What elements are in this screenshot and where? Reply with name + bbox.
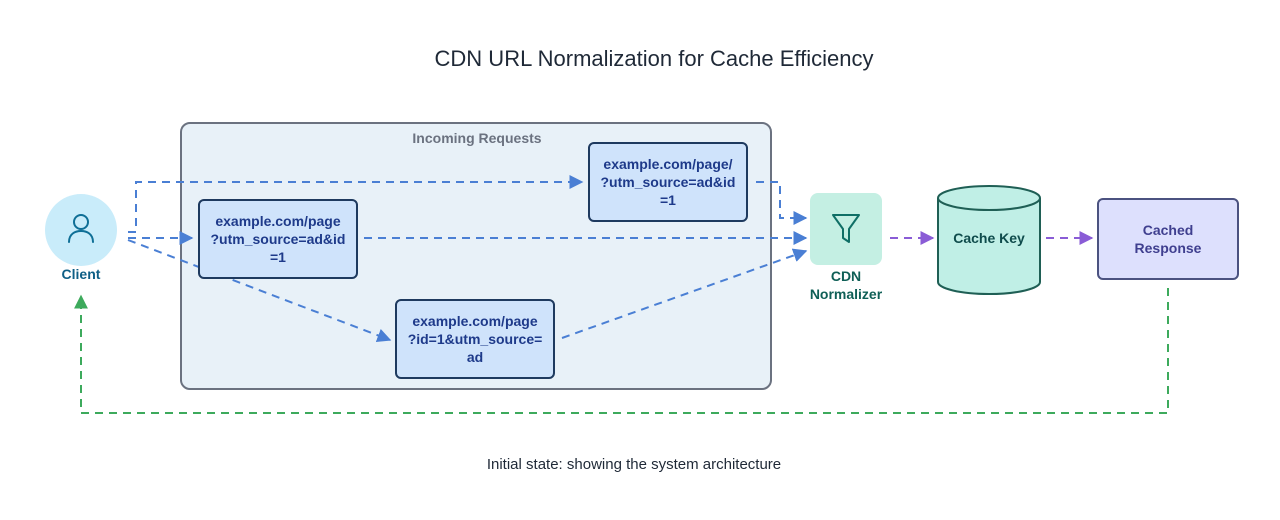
client-node — [45, 194, 117, 266]
diagram-caption: Initial state: showing the system archit… — [486, 456, 782, 473]
cdn-normalizer-label-line-2: Normalizer — [809, 286, 883, 302]
user-icon — [68, 214, 94, 243]
request-url-2-line-1: example.com/page — [215, 213, 341, 229]
cached-response-label-line-2: Response — [1134, 240, 1202, 256]
request-url-1-line-1: example.com/page/ — [603, 156, 733, 172]
arrow-request-1-to-normalizer — [756, 181, 808, 225]
request-url-1-line-2: ?utm_source=ad&id — [600, 174, 736, 190]
cdn-normalizer-label-line-1: CDN — [830, 268, 862, 284]
diagram-title: CDN URL Normalization for Cache Efficien… — [434, 46, 874, 71]
request-url-1: example.com/page/ ?utm_source=ad&id =1 — [588, 142, 748, 222]
request-url-3-line-3: ad — [466, 349, 484, 365]
request-url-3-line-1: example.com/page — [412, 313, 538, 329]
request-url-1-line-3: =1 — [660, 192, 676, 208]
request-url-3: example.com/page ?id=1&utm_source= ad — [395, 299, 555, 379]
cache-key-label: Cache Key — [953, 230, 1025, 246]
incoming-requests-label: Incoming Requests — [412, 130, 542, 146]
cached-response-node: Cached Response — [1097, 198, 1239, 280]
request-url-2-line-2: ?utm_source=ad&id — [210, 231, 346, 247]
arrow-cached-response-to-client — [74, 288, 1169, 414]
request-url-3-line-2: ?id=1&utm_source= — [407, 331, 543, 347]
request-url-2: example.com/page ?utm_source=ad&id =1 — [198, 199, 358, 279]
filter-icon — [832, 214, 860, 243]
arrow-client-to-request-3 — [127, 239, 392, 343]
arrow-client-to-request-1 — [128, 175, 584, 233]
arrow-request-3-to-normalizer — [561, 248, 808, 339]
cdn-normalizer-node — [810, 193, 882, 265]
cached-response-label-line-1: Cached — [1142, 222, 1194, 238]
client-label: Client — [61, 266, 101, 282]
cdn-normalizer-label: CDN Normalizer — [796, 267, 896, 303]
cache-key-cylinder — [937, 185, 1041, 295]
request-url-2-line-3: =1 — [270, 249, 286, 265]
